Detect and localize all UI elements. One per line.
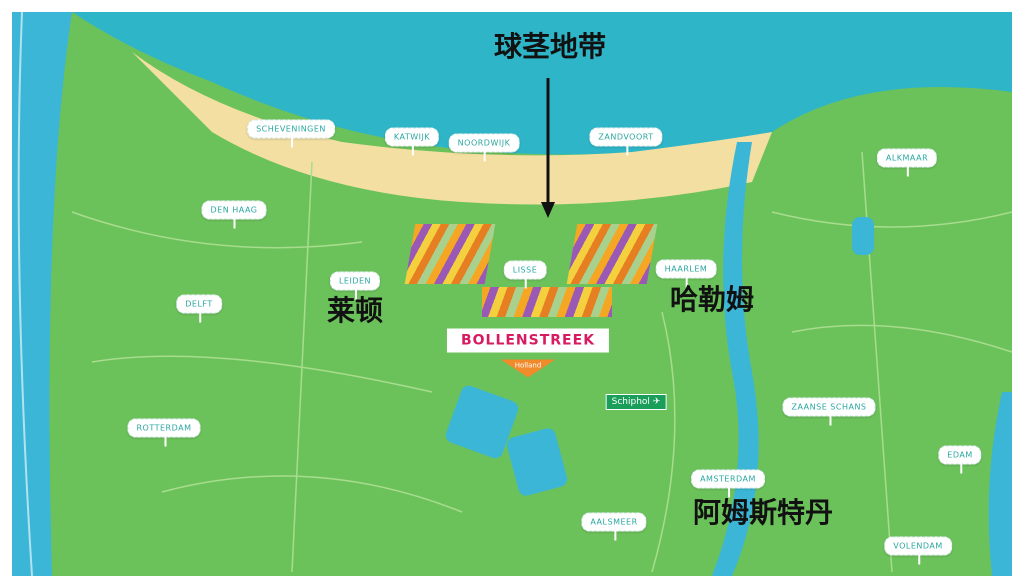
annotation-amsterdam: 阿姆斯特丹 — [692, 496, 834, 529]
place-label-edam: EDAM — [938, 445, 982, 474]
place-label-noordwijk: NOORDWIJK — [448, 133, 520, 162]
banner-subtitle: Holland — [500, 359, 556, 378]
schiphol-label: Schiphol — [611, 397, 650, 407]
place-label-aalsmeer: AALSMEER — [581, 512, 647, 541]
tulip-field — [404, 224, 496, 284]
banner-title: BOLLENSTREEK — [446, 328, 610, 353]
place-label-volendam: VOLENDAM — [884, 536, 952, 565]
arrow-down-icon — [541, 78, 555, 218]
map-background — [12, 12, 1012, 576]
place-label-leiden: LEIDEN — [329, 271, 381, 300]
airplane-icon: ✈ — [652, 397, 661, 407]
place-label-zandvoort: ZANDVOORT — [589, 127, 663, 156]
place-label-delft: DELFT — [176, 294, 222, 323]
lake — [852, 217, 874, 255]
bollenstreek-banner: BOLLENSTREEK Holland — [446, 328, 610, 378]
place-label-rotterdam: ROTTERDAM — [127, 418, 201, 447]
annotation-haarlem: 哈勒姆 — [669, 283, 755, 316]
place-label-alkmaar: ALKMAAR — [876, 148, 938, 177]
annotation-title: 球茎地带 — [493, 30, 607, 63]
illustrated-map — [12, 12, 1012, 576]
place-label-amsterdam: AMSTERDAM — [691, 469, 765, 498]
place-label-haarlem: HAARLEM — [655, 259, 717, 288]
schiphol-sign: Schiphol ✈ — [605, 394, 667, 410]
tulip-field — [566, 224, 658, 284]
place-label-lisse: LISSE — [503, 260, 547, 289]
place-label-zaanse-schans: ZAANSE SCHANS — [782, 397, 876, 426]
place-label-scheveningen: SCHEVENINGEN — [247, 119, 335, 148]
annotation-leiden: 莱顿 — [326, 294, 384, 327]
tulip-field — [482, 287, 612, 317]
place-label-katwijk: KATWIJK — [384, 127, 440, 156]
place-label-den-haag: DEN HAAG — [201, 200, 267, 229]
